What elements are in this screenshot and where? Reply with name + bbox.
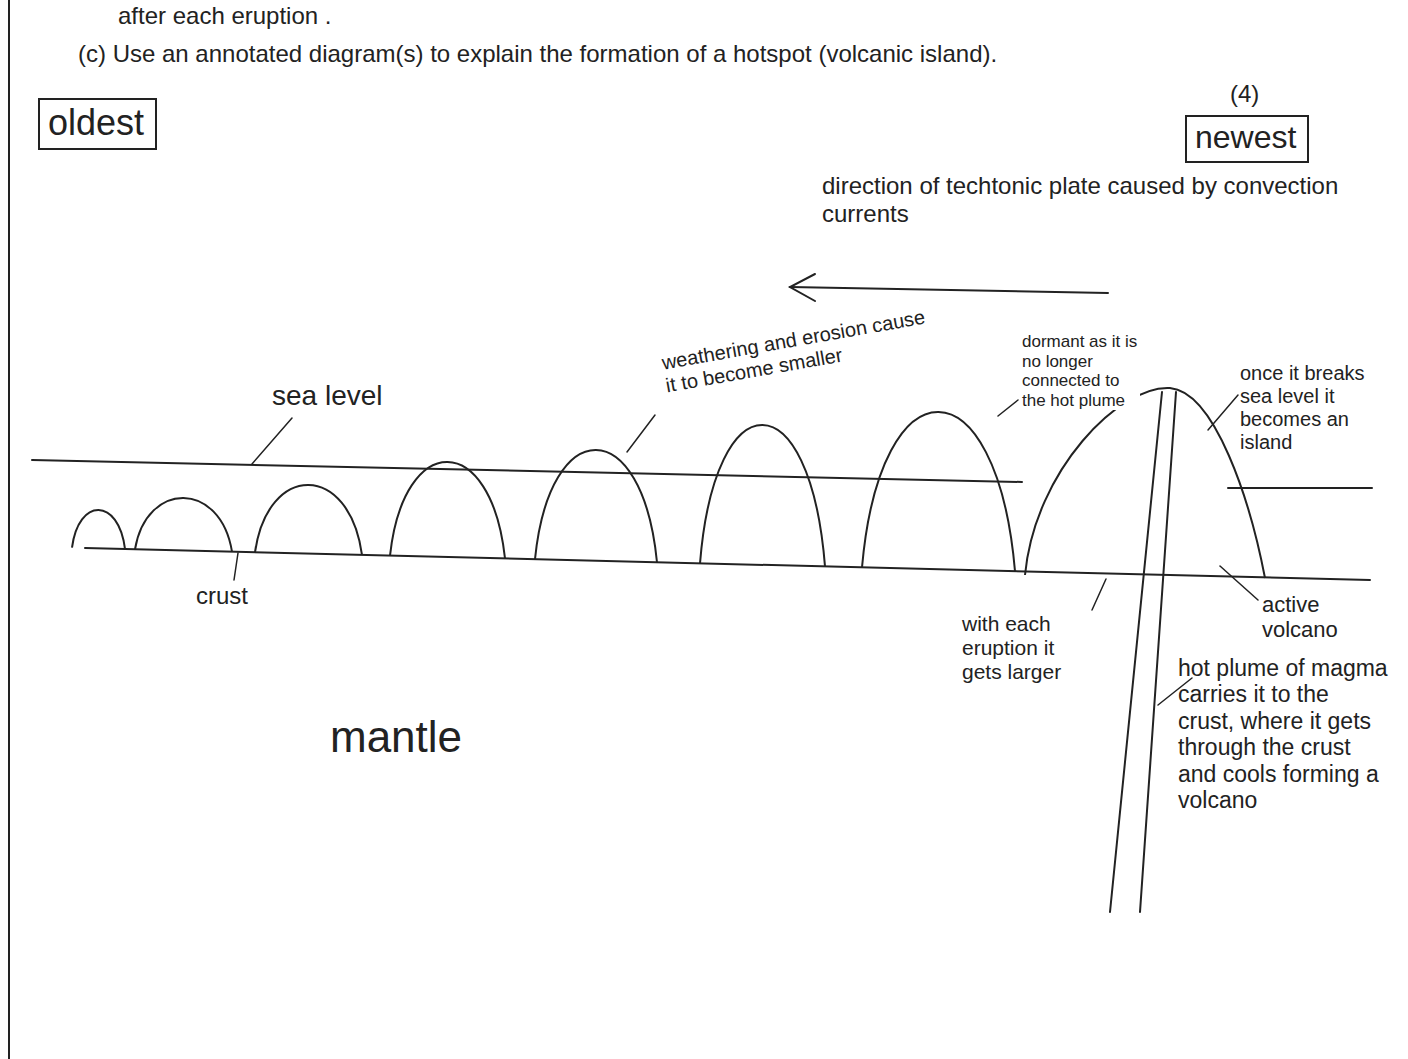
arrow-head xyxy=(790,274,815,301)
crust-label: crust xyxy=(196,582,248,610)
sea-level-line xyxy=(32,460,1022,482)
mantle-label: mantle xyxy=(330,712,462,763)
growth-note: with each eruption it gets larger xyxy=(962,612,1090,684)
volcano-outline xyxy=(255,485,362,555)
crust-line xyxy=(85,548,1370,580)
plate-direction-note: direction of techtonic plate caused by c… xyxy=(822,172,1342,227)
plume-line xyxy=(1110,392,1162,912)
cut-off-line: after each eruption . xyxy=(118,2,331,30)
page-margin xyxy=(8,0,10,1059)
mark-count: (4) xyxy=(1230,80,1259,108)
question-title: (c) Use an annotated diagram(s) to expla… xyxy=(78,40,997,68)
newest-box: newest xyxy=(1185,115,1309,163)
leader-line xyxy=(627,415,655,452)
plume-line xyxy=(1140,392,1176,912)
island-note: once it breaks sea level it becomes an i… xyxy=(1240,362,1388,454)
volcano-outline xyxy=(72,510,125,549)
sea-level-line xyxy=(1228,487,1372,489)
volcano-outline xyxy=(700,425,825,566)
leader-line xyxy=(1220,566,1258,600)
active-volcano-outline xyxy=(1025,388,1265,578)
erosion-note: weathering and erosion cause it to becom… xyxy=(660,303,944,397)
sea-level-label: sea level xyxy=(272,380,383,412)
volcano-outline xyxy=(390,462,505,558)
volcano-outline xyxy=(135,498,232,552)
leader-line xyxy=(998,400,1018,416)
box-label: newest xyxy=(1195,120,1299,155)
oldest-box: oldest xyxy=(38,98,157,150)
leader-line xyxy=(1092,579,1106,610)
box-label: oldest xyxy=(48,103,147,143)
leader-line xyxy=(252,418,292,464)
leader-line xyxy=(234,553,238,580)
plate-arrow xyxy=(790,287,1108,293)
volcano-outline xyxy=(862,412,1015,571)
active-volcano-label: active volcano xyxy=(1262,592,1392,643)
leader-line xyxy=(1208,395,1238,430)
volcano-outline xyxy=(535,450,657,562)
dormant-note: dormant as it is no longer connected to … xyxy=(1022,332,1140,410)
plume-note: hot plume of magma carries it to the cru… xyxy=(1178,655,1390,814)
